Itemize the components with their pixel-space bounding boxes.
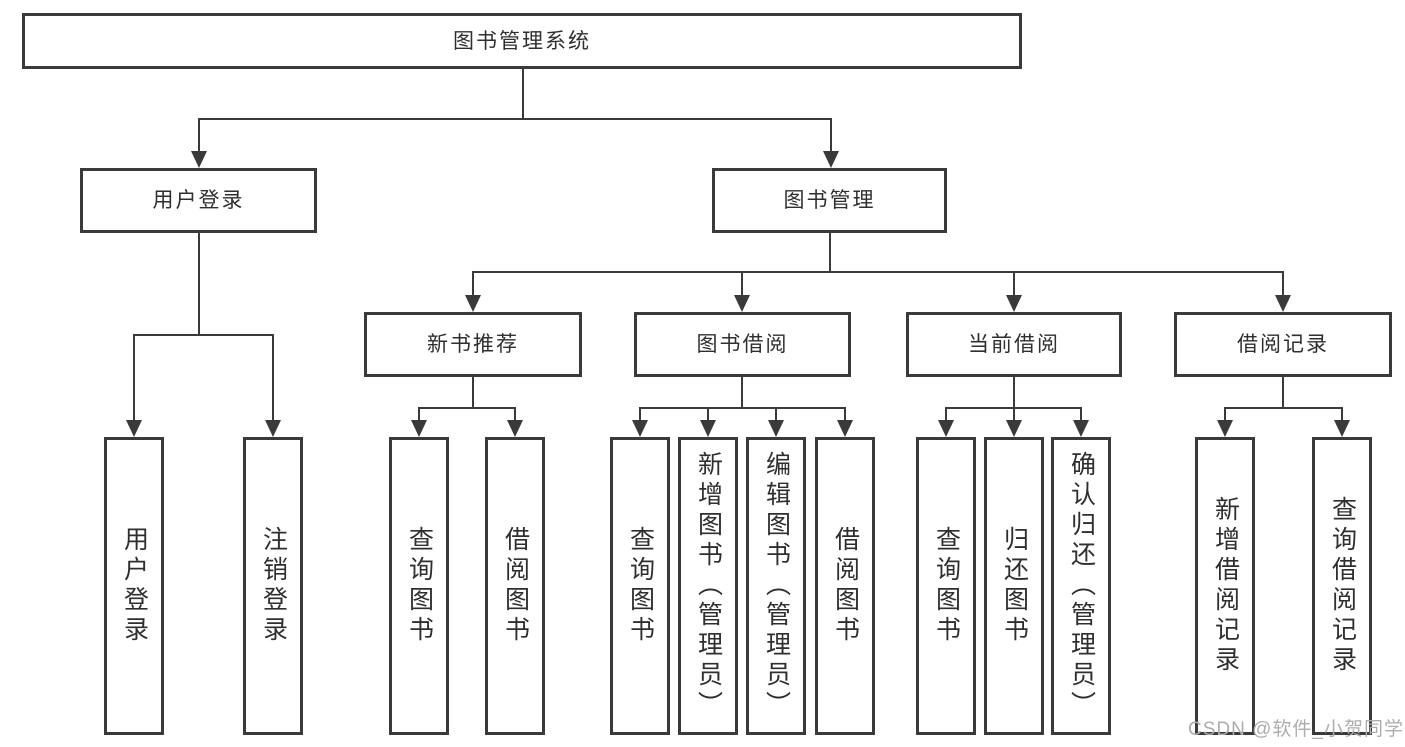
- arrowhead-icon: [1275, 295, 1291, 312]
- leaf-label: 查询借阅记录: [1328, 496, 1357, 676]
- arrowhead-icon: [768, 420, 784, 437]
- connector-line: [639, 407, 846, 409]
- leaf-label: 新增图书（管理员）: [694, 451, 723, 721]
- arrowhead-icon: [507, 420, 523, 437]
- leaf-label: 用户登录: [120, 526, 149, 646]
- connector-line: [1013, 407, 1015, 422]
- connector-line: [133, 334, 274, 336]
- arrowhead-icon: [1006, 420, 1022, 437]
- leaf-return-book: 归还图书: [984, 437, 1044, 735]
- leaf-logout: 注销登录: [243, 437, 303, 735]
- arrowhead-icon: [465, 295, 481, 312]
- connector-line: [775, 407, 777, 422]
- connector-line: [741, 271, 743, 297]
- node-label: 图书借阅: [696, 333, 789, 356]
- node-borrowing-records: 借阅记录: [1174, 312, 1392, 377]
- node-current-borrowing: 当前借阅: [906, 312, 1122, 377]
- connector-line: [1013, 271, 1015, 297]
- connector-line: [198, 118, 200, 154]
- arrowhead-icon: [265, 420, 281, 437]
- connector-line: [1224, 407, 1343, 409]
- arrowhead-icon: [126, 420, 142, 437]
- leaf-label: 查询图书: [405, 526, 434, 646]
- connector-line: [1013, 377, 1015, 408]
- node-library-management-system: 图书管理系统: [22, 13, 1022, 69]
- leaf-label: 新增借阅记录: [1211, 496, 1240, 676]
- node-book-management: 图书管理: [712, 168, 947, 233]
- node-book-borrowing: 图书借阅: [634, 312, 851, 377]
- connector-line: [1282, 377, 1284, 408]
- connector-line: [1282, 271, 1284, 297]
- node-label: 图书管理系统: [453, 29, 591, 53]
- node-label: 借阅记录: [1237, 333, 1329, 356]
- node-label: 图书管理: [783, 189, 876, 212]
- leaf-query-books-borrowing: 查询图书: [610, 437, 670, 735]
- csdn-watermark: CSDN @软件_小贺同学: [1188, 719, 1404, 740]
- connector-line: [472, 271, 1284, 273]
- node-label: 用户登录: [152, 189, 245, 212]
- node-label: 当前借阅: [968, 333, 1060, 356]
- arrowhead-icon: [191, 151, 207, 168]
- leaf-label: 借阅图书: [831, 526, 860, 646]
- leaf-borrow-books-recommend: 借阅图书: [485, 437, 545, 735]
- arrowhead-icon: [734, 295, 750, 312]
- connector-line: [198, 233, 200, 335]
- connector-line: [741, 377, 743, 408]
- connector-line: [272, 334, 274, 422]
- leaf-add-borrow-record: 新增借阅记录: [1195, 437, 1255, 735]
- arrowhead-icon: [1073, 420, 1089, 437]
- connector-line: [472, 377, 474, 408]
- leaf-query-books-current: 查询图书: [916, 437, 976, 735]
- leaf-user-login: 用户登录: [104, 437, 164, 735]
- connector-line: [1341, 407, 1343, 422]
- connector-line: [829, 233, 831, 273]
- leaf-add-book-admin: 新增图书（管理员）: [678, 437, 738, 735]
- connector-line: [472, 271, 474, 297]
- connector-line: [844, 407, 846, 422]
- arrowhead-icon: [1006, 295, 1022, 312]
- node-new-book-recommendation: 新书推荐: [364, 312, 582, 377]
- connector-line: [514, 407, 516, 422]
- connector-line: [1224, 407, 1226, 422]
- connector-line: [198, 118, 832, 120]
- arrowhead-icon: [700, 420, 716, 437]
- leaf-label: 注销登录: [259, 526, 288, 646]
- connector-line: [133, 334, 135, 422]
- connector-line: [945, 407, 947, 422]
- leaf-query-books-recommend: 查询图书: [389, 437, 449, 735]
- connector-line: [830, 118, 832, 154]
- arrowhead-icon: [938, 420, 954, 437]
- arrowhead-icon: [1334, 420, 1350, 437]
- node-label: 新书推荐: [427, 333, 519, 356]
- arrowhead-icon: [632, 420, 648, 437]
- leaf-label: 查询图书: [626, 526, 655, 646]
- arrowhead-icon: [1217, 420, 1233, 437]
- connector-line: [418, 407, 516, 409]
- connector-line: [707, 407, 709, 422]
- connector-line: [522, 69, 524, 119]
- leaf-label: 查询图书: [932, 526, 961, 646]
- leaf-confirm-return-admin: 确认归还（管理员）: [1051, 437, 1111, 735]
- node-user-login: 用户登录: [80, 168, 317, 233]
- connector-line: [418, 407, 420, 422]
- leaf-query-borrow-record: 查询借阅记录: [1312, 437, 1372, 735]
- connector-line: [639, 407, 641, 422]
- arrowhead-icon: [411, 420, 427, 437]
- leaf-label: 归还图书: [1000, 526, 1029, 646]
- leaf-label: 确认归还（管理员）: [1067, 451, 1096, 721]
- connector-line: [1080, 407, 1082, 422]
- arrowhead-icon: [823, 151, 839, 168]
- arrowhead-icon: [837, 420, 853, 437]
- leaf-borrow-books: 借阅图书: [815, 437, 875, 735]
- leaf-label: 借阅图书: [501, 526, 530, 646]
- leaf-label: 编辑图书（管理员）: [762, 451, 791, 721]
- leaf-edit-book-admin: 编辑图书（管理员）: [746, 437, 806, 735]
